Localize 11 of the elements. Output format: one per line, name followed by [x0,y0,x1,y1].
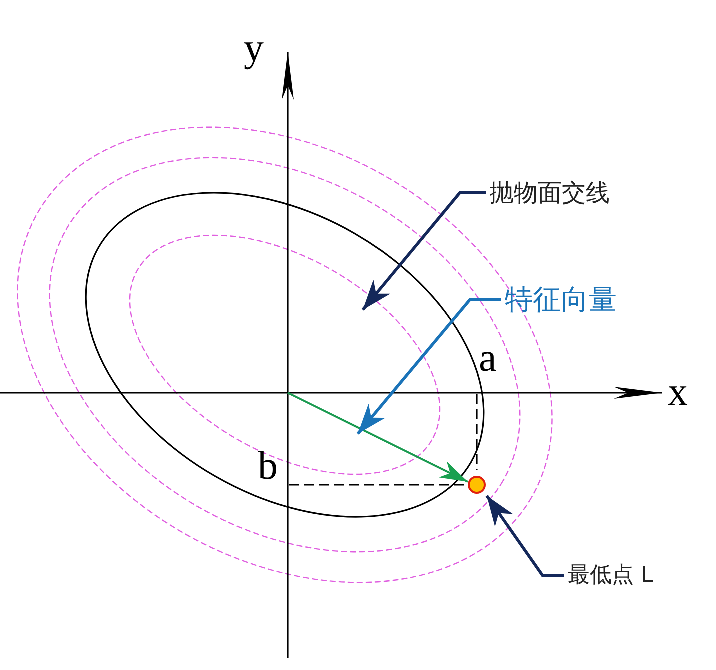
axis-label: y [244,28,264,68]
axis-label: b [258,446,278,486]
point-marker [468,476,486,494]
callout-text: 最低点 L [568,565,654,587]
callout-text: 特征向量 [505,286,617,314]
leader-arrow [486,495,564,578]
leader-arrow [362,192,486,311]
axis-label: x [668,372,688,412]
leader-arrow [356,298,501,435]
axis-label: a [479,338,497,378]
callout-text: 抛物面交线 [490,181,610,205]
